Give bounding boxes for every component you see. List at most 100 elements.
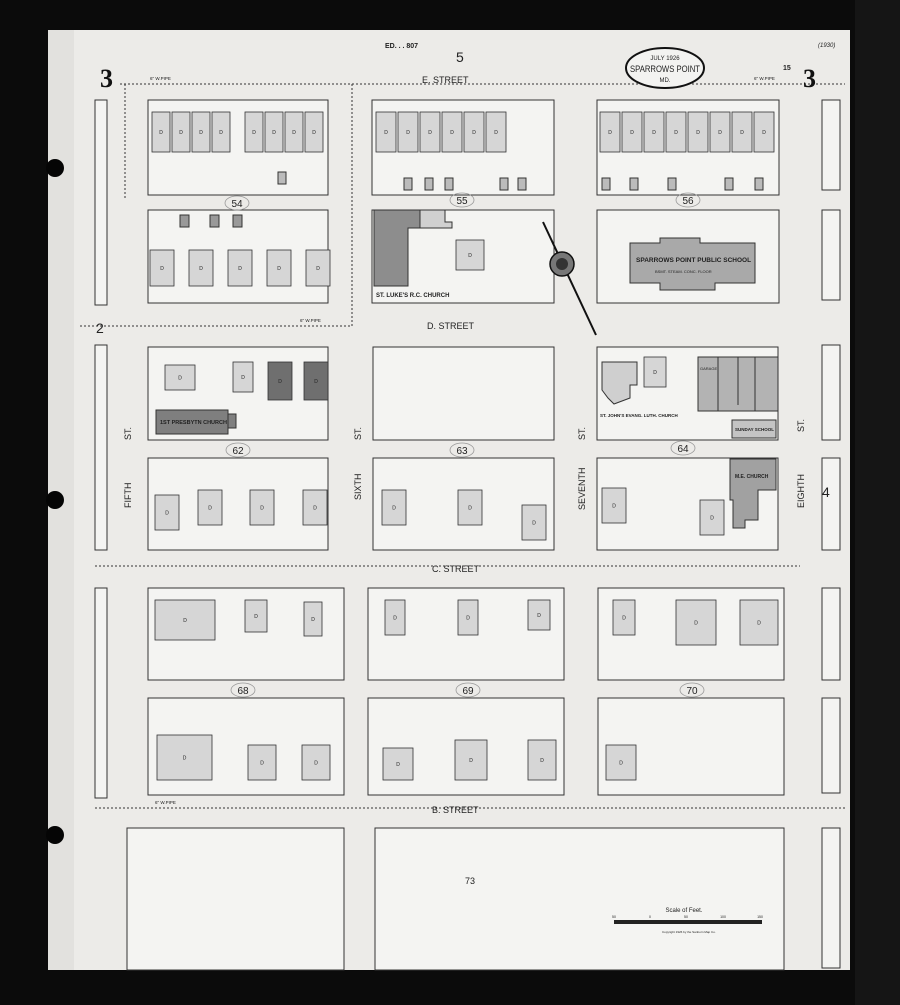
dwelling-mark: D	[252, 130, 256, 136]
city-block	[94, 99, 108, 306]
dwelling	[687, 111, 709, 153]
sunday-school	[731, 419, 777, 439]
dwelling	[264, 111, 284, 153]
outbuilding	[499, 177, 509, 191]
d-street-label: D. STREET	[427, 321, 475, 331]
dwelling	[709, 111, 731, 153]
dwelling-mark: D	[260, 506, 264, 512]
sheet-number-left: 3	[100, 64, 113, 93]
pipe-label: 6" W.PIPE	[300, 318, 321, 323]
dwelling-mark: D	[653, 370, 657, 376]
dwelling	[249, 489, 275, 526]
block-number: 68	[237, 686, 249, 697]
dwelling	[601, 487, 627, 524]
title-cartouche: JULY 1926 SPARROWS POINT MD.	[625, 47, 705, 89]
outbuilding	[724, 177, 734, 191]
dwelling-mark: D	[160, 266, 164, 272]
dwelling-mark: D	[241, 375, 245, 381]
dwelling	[463, 111, 485, 153]
st-johns-church	[601, 361, 638, 405]
dwelling-mark: D	[292, 130, 296, 136]
dwelling-mark: D	[254, 614, 258, 620]
sixth-street-label: SIXTH	[353, 473, 363, 500]
dwelling-mark: D	[612, 504, 616, 510]
city-block	[821, 457, 841, 551]
city-blocks	[94, 99, 841, 971]
city-block	[821, 209, 841, 301]
pipe-label: 6" W.PIPE	[155, 800, 176, 805]
school-construction-note: BSMT. STEAM. CONC. FLOOR	[655, 269, 712, 274]
e-street-label: E. STREET	[422, 75, 469, 85]
outbuilding	[444, 177, 454, 191]
scale-tick: 0	[649, 915, 651, 919]
block-number: 54	[231, 199, 243, 210]
outbuilding	[601, 177, 611, 191]
outbuilding	[403, 177, 413, 191]
dwelling	[739, 599, 779, 646]
dwelling-mark: D	[619, 761, 623, 767]
st-johns-label: ST. JOHN'S EVANG. LUTH. CHURCH	[600, 413, 678, 418]
dwelling	[457, 489, 483, 526]
presbyterian-church	[155, 409, 237, 435]
dwelling-mark: D	[468, 506, 472, 512]
dwelling	[599, 111, 621, 153]
dwelling-mark: D	[468, 253, 472, 259]
outbuilding	[629, 177, 639, 191]
dwelling-mark: D	[494, 130, 498, 136]
dwelling	[302, 489, 328, 526]
dwelling	[605, 744, 637, 781]
block-number: 70	[686, 686, 698, 697]
dwelling-mark: D	[718, 130, 722, 136]
block-number: 62	[232, 446, 244, 457]
dwelling-mark: D	[696, 130, 700, 136]
block-number-ring	[449, 442, 475, 458]
dwelling-mark: D	[472, 130, 476, 136]
garage-row	[697, 356, 779, 412]
dwelling-mark: D	[311, 617, 315, 623]
block-number-ring	[455, 682, 481, 698]
fifth-st-suffix: ST.	[123, 427, 133, 440]
dwelling	[227, 249, 253, 287]
eighth-street-label: EIGHTH	[796, 474, 806, 508]
dwelling	[151, 111, 171, 153]
fifth-street-label: FIFTH	[123, 483, 133, 509]
sixth-st-suffix: ST.	[353, 427, 363, 440]
garage-label: GARAGE	[700, 366, 717, 371]
dwelling-mark: D	[178, 376, 182, 382]
dwelling	[244, 111, 264, 153]
dwelling-mark: D	[532, 521, 536, 527]
dwelling-mark: D	[393, 616, 397, 622]
dwelling	[149, 249, 175, 287]
outbuilding	[424, 177, 434, 191]
map-state: MD.	[660, 78, 671, 84]
block-number: 69	[462, 686, 474, 697]
adjoining-sheet-top: 5	[456, 49, 464, 65]
dwelling	[731, 111, 753, 153]
dwelling	[454, 739, 488, 781]
dwelling-mark: D	[165, 511, 169, 517]
dwelling	[455, 239, 485, 271]
dwelling	[191, 111, 211, 153]
dwelling-mark: D	[384, 130, 388, 136]
north-arrow-compass	[542, 221, 597, 336]
dwelling-mark: D	[450, 130, 454, 136]
dwelling-mark: D	[396, 762, 400, 768]
outbuilding	[209, 214, 220, 228]
dwelling-mark: D	[238, 266, 242, 272]
dwelling-mark: D	[652, 130, 656, 136]
dwelling-mark: D	[466, 616, 470, 622]
dwelling	[188, 249, 214, 287]
block-number-ring	[225, 442, 251, 458]
header-note: ED. . . 807	[385, 43, 418, 50]
dwelling-mark: D	[272, 130, 276, 136]
dwelling-mark: D	[183, 756, 187, 762]
block-number-ring	[679, 682, 705, 698]
block-number: 64	[677, 444, 689, 455]
city-block	[374, 827, 785, 971]
dwelling	[527, 739, 557, 781]
me-church	[729, 458, 777, 529]
dwelling	[301, 744, 331, 781]
dwelling-mark: D	[219, 130, 223, 136]
